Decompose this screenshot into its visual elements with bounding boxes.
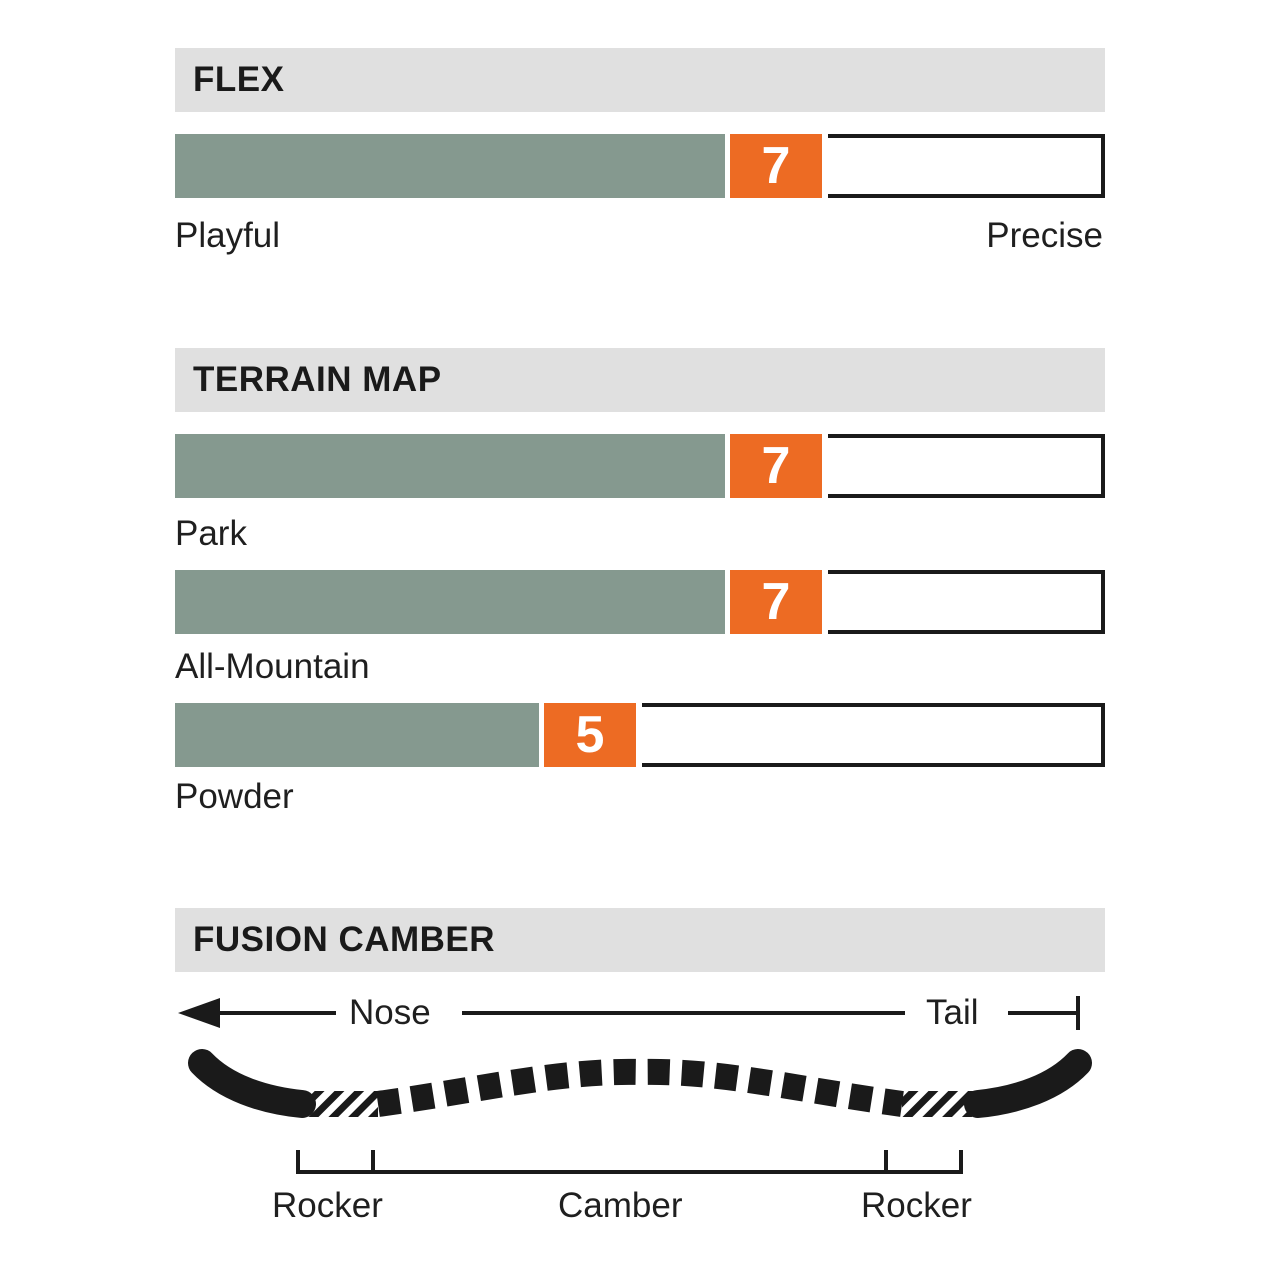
tail-label: Tail [926,993,979,1032]
terrain-meter-remainder [828,570,1105,634]
flex-title: FLEX [193,60,285,99]
camber-title: FUSION CAMBER [193,920,496,959]
terrain-meter-fill [175,434,725,498]
flex-right-label: Precise [986,216,1103,255]
park-value: 7 [761,437,791,495]
board-nose-tip [188,1049,316,1118]
terrain-meter-all-mountain: 7 [175,570,1105,636]
powder-label: Powder [175,777,294,816]
flex-meter-fill [175,134,725,198]
flex-meter-remainder [828,134,1105,198]
board-tail-tip [964,1049,1092,1118]
powder-value: 5 [575,706,605,764]
terrain-meter-powder: 5 [175,703,1105,769]
terrain-meter-remainder [828,434,1105,498]
camber-header: FUSION CAMBER [175,908,1105,972]
flex-value-badge: 7 [730,134,822,198]
park-label: Park [175,514,247,553]
rocker-tail-label: Rocker [861,1186,972,1225]
flex-header: FLEX [175,48,1105,112]
terrain-meter-park: 7 [175,434,1105,500]
terrain-meter-fill [175,703,539,767]
terrain-meter-fill [175,570,725,634]
arrow-left-icon [178,998,220,1028]
camber-label: Camber [558,1186,683,1225]
terrain-value-badge: 7 [730,570,822,634]
flex-meter: 7 [175,134,1105,200]
all-mountain-value: 7 [761,573,791,631]
flex-left-label: Playful [175,216,281,255]
rocker-nose-label: Rocker [272,1186,383,1225]
all-mountain-label: All-Mountain [175,647,370,686]
nose-label: Nose [349,993,431,1032]
board-camber [376,1058,904,1117]
terrain-value-badge: 5 [544,703,636,767]
terrain-header: TERRAIN MAP [175,348,1105,412]
flex-value: 7 [761,137,791,195]
terrain-meter-remainder [642,703,1105,767]
terrain-title: TERRAIN MAP [193,360,442,399]
terrain-value-badge: 7 [730,434,822,498]
